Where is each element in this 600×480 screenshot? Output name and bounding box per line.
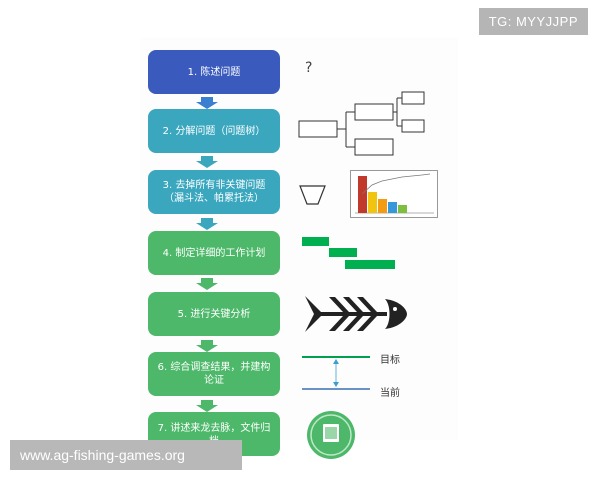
tree-mid-box-2	[354, 138, 394, 156]
tree-leaf-box-2	[401, 119, 425, 133]
step-1-box: 1. 陈述问题	[148, 50, 280, 94]
fishbone-icon	[305, 296, 407, 332]
pareto-bar-5	[398, 205, 407, 213]
tree-leaf-box-1	[401, 91, 425, 105]
diagram-panel: 1. 陈述问题 2. 分解问题（问题树） 3. 去掉所有非关键问题（漏斗法、帕累…	[140, 38, 458, 459]
step-6-label: 6. 综合调查结果，并建构论证	[157, 362, 271, 386]
step-2-label: 2. 分解问题（问题树）	[162, 125, 266, 137]
pareto-bar-4	[388, 202, 397, 213]
tree-mid-box-1	[354, 103, 394, 121]
pareto-cumulative-line	[361, 173, 431, 195]
step-5-box: 5. 进行关键分析	[148, 292, 280, 336]
current-label: 当前	[380, 388, 400, 399]
pareto-bar-2	[368, 192, 377, 213]
pareto-chart-thumbnail	[350, 170, 438, 218]
funnel-icon	[299, 185, 326, 205]
issue-tree-diagram	[298, 91, 425, 156]
target-label: 目标	[380, 355, 400, 366]
gap-diagram	[302, 356, 370, 390]
question-mark-icon: ?	[305, 60, 313, 76]
step-4-box: 4. 制定详细的工作计划	[148, 231, 280, 275]
step-2-box: 2. 分解问题（问题树）	[148, 109, 280, 153]
watermark-top-right: TG: MYYJJPP	[478, 8, 588, 35]
step-4-label: 4. 制定详细的工作计划	[162, 247, 266, 259]
pareto-bar-1	[358, 176, 367, 213]
step-5-label: 5. 进行关键分析	[177, 308, 251, 320]
watermark-bottom-left: www.ag-fishing-games.org	[10, 440, 242, 470]
gantt-bar-1	[302, 237, 329, 246]
document-icon	[307, 411, 355, 459]
step-6-box: 6. 综合调查结果，并建构论证	[148, 352, 280, 396]
step-1-label: 1. 陈述问题	[187, 66, 241, 78]
gantt-bar-3	[345, 260, 395, 269]
gantt-bar-2	[329, 248, 357, 257]
pareto-bar-3	[378, 199, 387, 213]
watermark-url: www.ag-fishing-games.org	[20, 447, 185, 463]
step-3-box: 3. 去掉所有非关键问题（漏斗法、帕累托法）	[148, 170, 280, 214]
tree-root-box	[298, 120, 338, 138]
step-3-label: 3. 去掉所有非关键问题（漏斗法、帕累托法）	[162, 180, 266, 204]
